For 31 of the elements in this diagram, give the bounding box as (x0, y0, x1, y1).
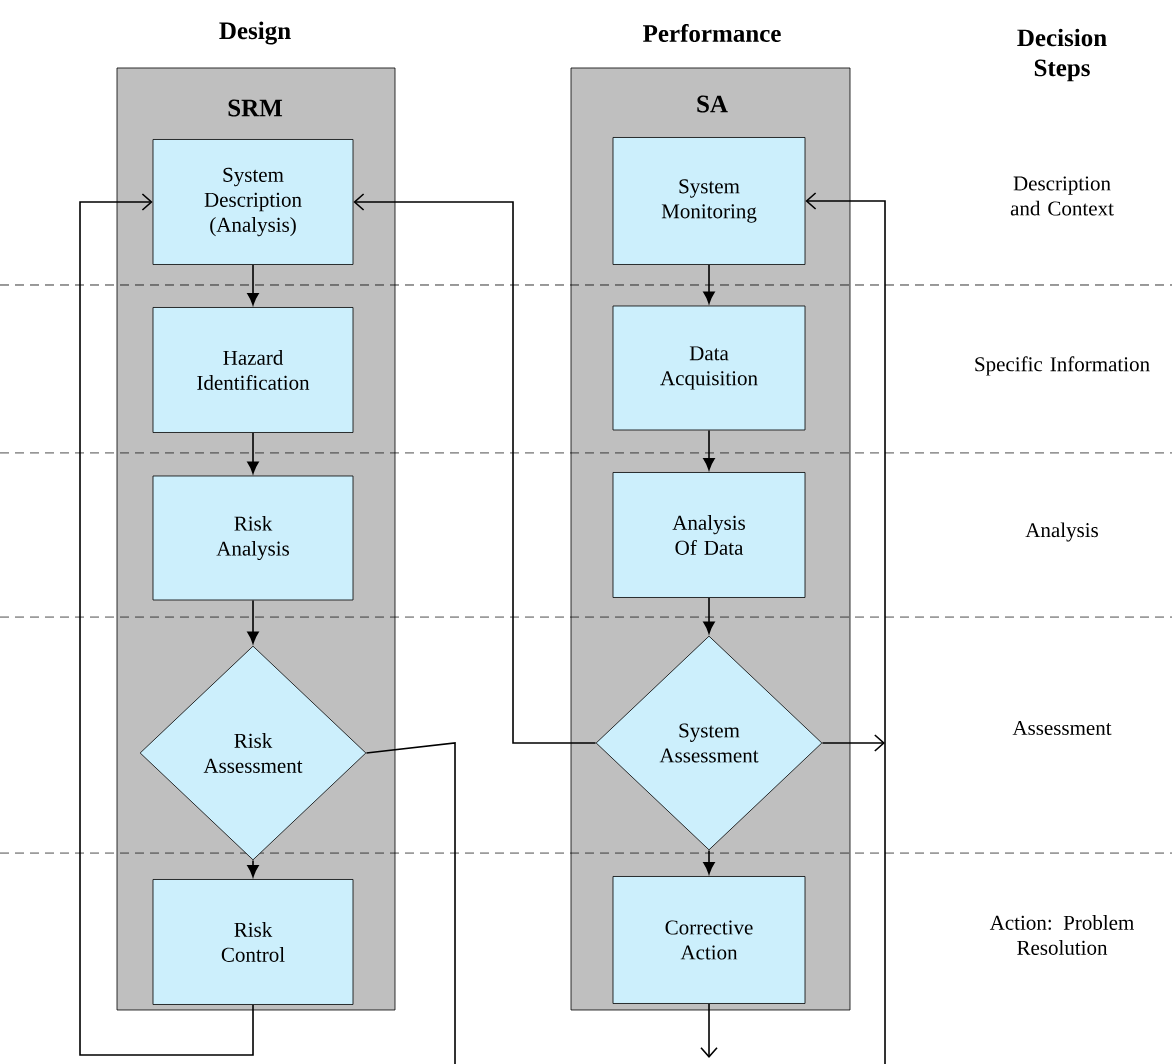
process-box: Analysis Of Data (612, 472, 806, 598)
arrow (247, 432, 259, 474)
column-heading: Decision Steps (1017, 28, 1107, 82)
arrow (703, 429, 715, 471)
panel-title: SA (697, 95, 728, 113)
arrow (703, 597, 715, 634)
arrow (79, 193, 254, 1056)
process-box: Risk Analysis (152, 475, 354, 601)
column-heading: Performance (643, 24, 781, 42)
arrow (703, 264, 715, 304)
step-label: Specific Information (975, 356, 1150, 376)
process-box: System Monitoring (612, 137, 806, 265)
panel-title: SRM (228, 99, 283, 117)
step-label: Description and Context (1010, 176, 1114, 216)
arrow (247, 859, 259, 878)
arrow (805, 192, 886, 1064)
process-box: System Description (Analysis) (152, 139, 354, 265)
arrow (247, 599, 259, 644)
process-box: Data Acquisition (612, 305, 806, 431)
process-box: Hazard Identification (152, 307, 354, 433)
arrow (700, 1003, 718, 1058)
step-label: Assessment (1012, 720, 1112, 736)
arrow (703, 849, 715, 875)
arrow (353, 193, 597, 744)
arrow (247, 264, 259, 306)
process-box: Corrective Action (612, 876, 806, 1004)
column-heading: Design (219, 21, 291, 45)
process-box: Risk Control (152, 879, 354, 1005)
step-label: Analysis (1025, 522, 1098, 542)
arrow (821, 734, 885, 752)
step-label: Action: Problem Resolution (989, 915, 1134, 955)
